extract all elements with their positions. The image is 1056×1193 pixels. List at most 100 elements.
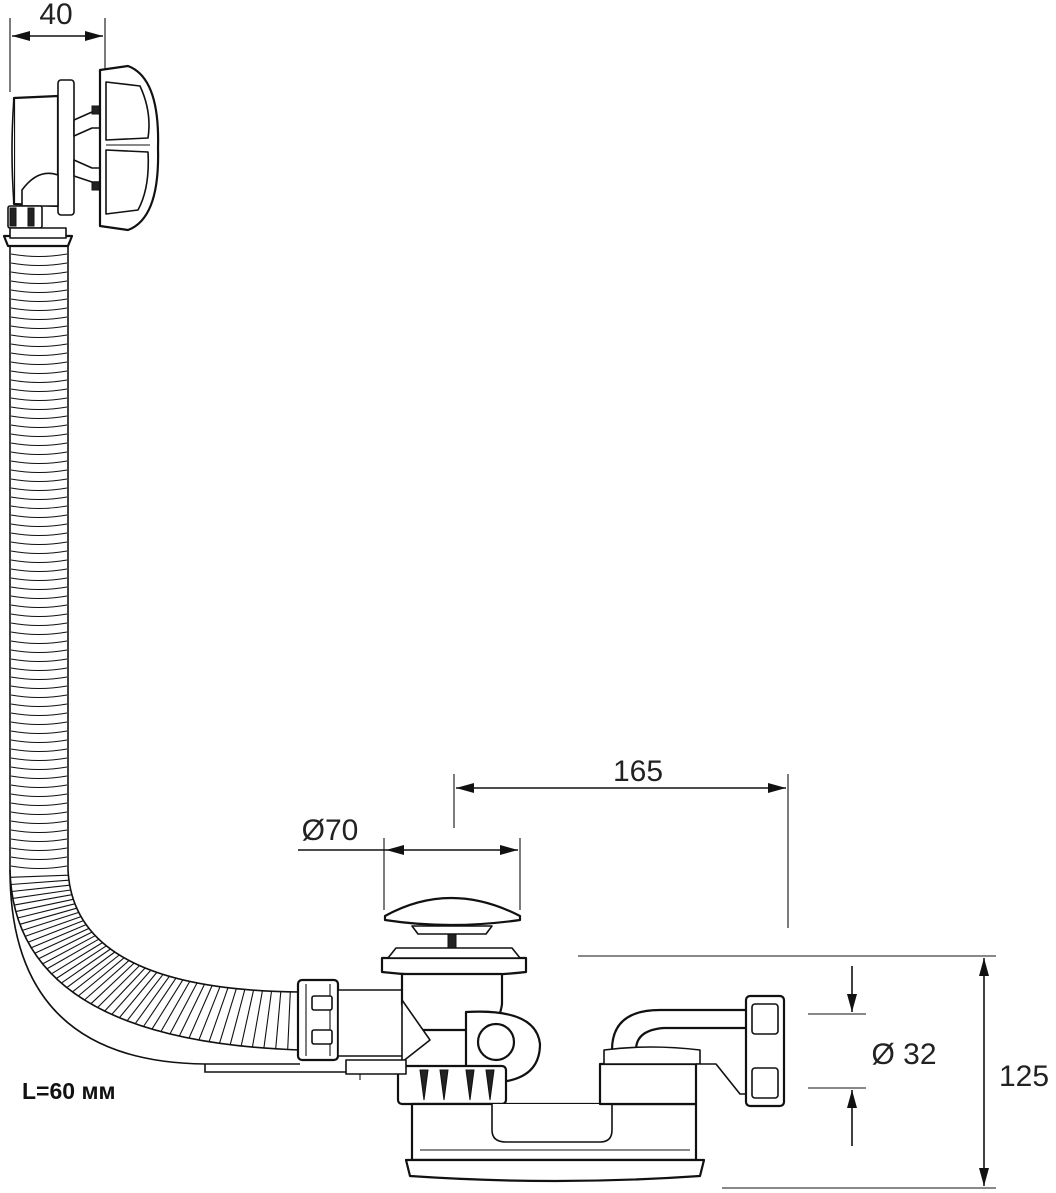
hose-bend-rib (51, 942, 103, 975)
hose-rib (10, 442, 68, 447)
hose-rib (10, 388, 68, 393)
hose-bend-rib (10, 874, 69, 878)
drain-plug (383, 897, 522, 957)
hose-rib (10, 694, 68, 699)
hose-bend-rib (160, 981, 191, 1032)
hose-rib (10, 541, 68, 546)
hose-rib (10, 370, 68, 375)
hose-rib (10, 253, 68, 258)
hose-rib (10, 811, 68, 816)
hose-rib (10, 379, 68, 384)
dimension-overflow-width: 40 (9, 0, 106, 92)
hose-rib (10, 865, 68, 870)
hose-rib (10, 829, 68, 834)
hose-bend-rib (218, 988, 237, 1044)
hose-rib (10, 622, 68, 627)
hose-bend-rib (229, 989, 246, 1045)
hose-rib (10, 631, 68, 636)
hose-rib (10, 568, 68, 573)
hose-rib (10, 712, 68, 717)
hose-bend-rib (188, 985, 213, 1039)
hose-rib (10, 703, 68, 708)
hose-bend-rib (31, 924, 87, 949)
hose-bend-rib (169, 982, 198, 1035)
hose-bend-rib (97, 965, 140, 1008)
hose-rib (10, 433, 68, 438)
hose-rib (10, 469, 68, 474)
hose-bend-rib (134, 975, 170, 1025)
hose-rib (10, 649, 68, 654)
hose-rib (10, 325, 68, 330)
hose-rib (10, 640, 68, 645)
hose-rib (10, 298, 68, 303)
hose-rib (10, 262, 68, 267)
hose-bend-rib (198, 986, 221, 1041)
hose-rib (10, 307, 68, 312)
hose-bend-rib (22, 911, 79, 931)
hose-bend-rib (240, 990, 255, 1047)
hose-rib (10, 514, 68, 519)
hose-bend-rib (55, 945, 107, 979)
outlet-elbow (598, 994, 786, 1108)
linkage-rod (345, 1059, 407, 1080)
hose-rib (10, 604, 68, 609)
hose-rib (10, 316, 68, 321)
hose-rib (10, 496, 68, 501)
dimension-height: 125 (578, 955, 1049, 1189)
hose-rib (10, 271, 68, 276)
hose-rib (10, 658, 68, 663)
dimension-label-drain-offset: 165 (613, 755, 663, 788)
hose-rib (10, 361, 68, 366)
overflow-assembly (2, 64, 160, 248)
hose-rib (10, 289, 68, 294)
hose-rib (10, 730, 68, 735)
hose-rib (10, 802, 68, 807)
dimension-plug-diameter: Ø70 (298, 814, 521, 910)
hose-bend-rib (143, 977, 177, 1027)
hose-ribs (10, 253, 68, 870)
hose-bend-rib (12, 889, 71, 899)
hose-rib (10, 847, 68, 852)
hose-rib (10, 424, 68, 429)
hose-bend-rib (118, 972, 158, 1019)
hose-bend-rib (178, 984, 205, 1037)
hose-bend-rib (66, 951, 116, 989)
hose-rib (10, 343, 68, 348)
hose-rib (10, 748, 68, 753)
hose-bend-rib (84, 960, 130, 1001)
hose-bend-rib (151, 979, 184, 1030)
hose-rib (10, 559, 68, 564)
hose-bend-rib (11, 884, 70, 893)
hose-rib (10, 505, 68, 510)
hose-rib (10, 838, 68, 843)
hose-bend-rib (10, 879, 69, 886)
drain-body (380, 947, 706, 1183)
dimension-drain-offset: 165 (453, 755, 789, 928)
hose-length-note: L=60 мм (22, 1078, 115, 1104)
drain-nut-ribs (419, 1069, 495, 1101)
hose-rib (10, 595, 68, 600)
hose-bend-rib (77, 957, 125, 997)
overflow-studs (73, 105, 103, 191)
hose-bend-rib (104, 967, 146, 1012)
hose-rib (10, 280, 68, 285)
hose-rib (10, 460, 68, 465)
hose-rib (10, 613, 68, 618)
hose-rib (10, 856, 68, 861)
dimension-label-outlet-diameter: Ø 32 (871, 1038, 936, 1071)
hose-rib (10, 523, 68, 528)
hose-rib (10, 667, 68, 672)
hose-rib (10, 739, 68, 744)
hose-bend-ribs (10, 874, 291, 1050)
hose-rib (10, 334, 68, 339)
hose-rib (10, 784, 68, 789)
hose-rib (10, 577, 68, 582)
dimension-outlet-diameter: Ø 32 (808, 966, 937, 1146)
hose-bend-rib (208, 987, 229, 1042)
hose-rib (10, 550, 68, 555)
hose-bend-rib (15, 898, 74, 913)
hose-bend-rib (126, 974, 164, 1022)
hose-rib (10, 532, 68, 537)
